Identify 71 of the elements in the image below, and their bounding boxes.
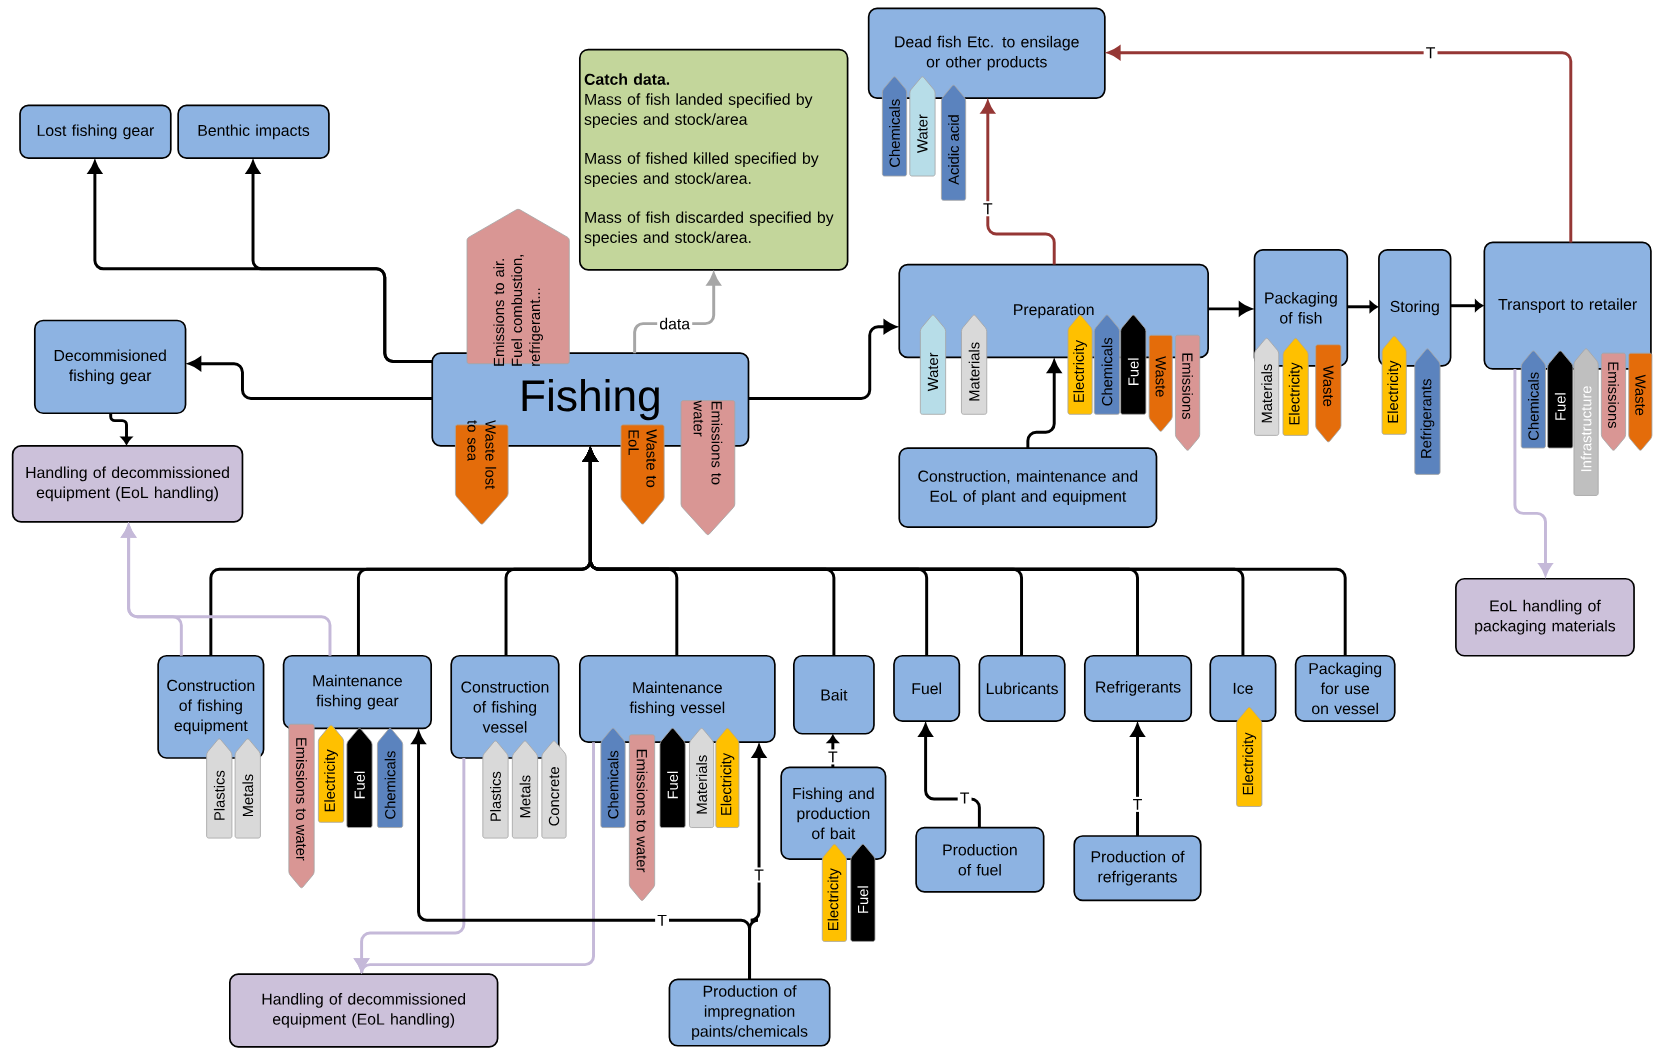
- process-box: EoL handling of packaging materials: [1455, 578, 1635, 657]
- input-tag: Fuel: [346, 728, 373, 829]
- output-tag: Emissions: [1175, 334, 1201, 451]
- input-tag: Fuel: [1547, 350, 1574, 449]
- output-tag: Emissions to water: [680, 400, 736, 536]
- input-tag: Plastics: [206, 738, 233, 839]
- input-tag: Electricity: [317, 724, 345, 823]
- process-box: Fishing and production of bait: [780, 766, 887, 861]
- process-box: Maintenance fishing vessel: [578, 654, 776, 744]
- process-box: Ice: [1209, 654, 1277, 722]
- process-box: Fuel: [893, 654, 961, 722]
- output-tag: Waste to EoL: [620, 424, 665, 525]
- process-box: Maintenance fishing gear: [282, 654, 433, 730]
- arrow: [748, 745, 766, 980]
- input-tag: Electricity: [1381, 335, 1407, 435]
- process-box: Packaging for use on vessel: [1294, 654, 1396, 722]
- arrow: [246, 161, 433, 364]
- input-tag: Emissions to air. Fuel combustion, refrigerant...: [466, 209, 570, 366]
- edge-label: T: [825, 749, 840, 765]
- process-box: Handling of decommissioned equipment (EoL handling): [11, 445, 244, 523]
- arrow: [1347, 301, 1378, 313]
- process-box: Lost fishing gear: [19, 104, 172, 160]
- output-tag: Waste: [1315, 344, 1342, 443]
- process-box: Production of impregnation paints/chemicals: [668, 978, 831, 1047]
- input-tag: Acidic acid: [941, 84, 967, 201]
- input-tag: Metals: [234, 738, 261, 839]
- edge-label: T: [1423, 45, 1438, 61]
- input-tag: Materials: [1254, 337, 1280, 436]
- output-tag: Emissions to water: [288, 723, 315, 889]
- arrow: [981, 101, 1056, 265]
- arrow: [1450, 300, 1484, 312]
- output-tag: Waste: [1148, 334, 1173, 432]
- process-box: Handling of decommissioned equipment (EoL handling): [228, 973, 499, 1048]
- input-tag: Electricity: [1236, 706, 1263, 807]
- edge-label: T: [752, 867, 766, 883]
- arrow: [121, 524, 332, 656]
- output-tag: Waste: [1628, 352, 1653, 451]
- note-box: Catch data. Mass of fish landed specified by species and stock/area Mass of fished killed specified by species and stock/area. Mass of fish discarded specified by species and stock/area.: [578, 48, 849, 271]
- arrow: [1208, 302, 1252, 316]
- arrow: [1107, 46, 1573, 243]
- process-box: Decommisioned fishing gear: [33, 319, 187, 415]
- output-tag: Emissions: [1600, 352, 1627, 451]
- input-tag: Refrigerants: [1414, 348, 1441, 475]
- input-tag: Chemicals: [881, 76, 908, 177]
- edge-label: data: [657, 315, 693, 332]
- arrow: [1026, 360, 1061, 449]
- input-tag: Chemicals: [1093, 314, 1120, 415]
- input-tag: Fuel: [1120, 314, 1147, 415]
- arrow: [748, 320, 897, 401]
- arrow: [188, 357, 433, 401]
- input-tag: Electricity: [1282, 337, 1309, 436]
- process-box: Bait: [793, 654, 875, 735]
- process-box: Construction of fishing vessel: [450, 654, 560, 759]
- input-tag: Water: [919, 314, 947, 415]
- process-box: Construction, maintenance and EoL of plant and equipment: [898, 447, 1158, 528]
- arrow: [827, 734, 839, 768]
- input-tag: Infrastructure: [1573, 348, 1599, 496]
- process-box: Construction of fishing equipment: [157, 654, 265, 759]
- process-box: Lubricants: [978, 654, 1066, 722]
- input-tag: Materials: [961, 314, 988, 415]
- input-tag: Water: [909, 76, 936, 177]
- process-box: Dead fish Etc. to ensilage or other products: [867, 7, 1106, 99]
- arrow: [109, 413, 133, 445]
- process-box: Benthic impacts: [177, 104, 330, 160]
- edge-label: T: [980, 201, 995, 217]
- input-tag: Fuel: [850, 843, 876, 942]
- process-box: Production of fuel: [915, 826, 1045, 893]
- process-box: Production of refrigerants: [1073, 835, 1202, 902]
- process-box: Refrigerants: [1083, 654, 1193, 722]
- input-tag: Chemicals: [377, 728, 404, 829]
- input-tag: Electricity: [821, 843, 847, 942]
